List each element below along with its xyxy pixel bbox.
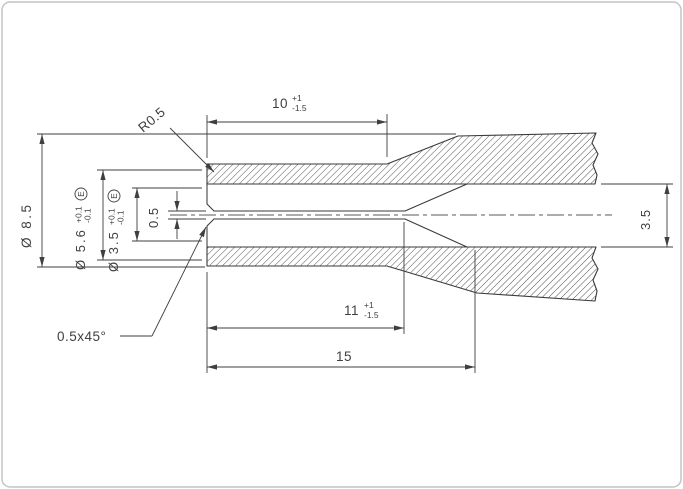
bore-small-value: 0.5 — [146, 207, 161, 228]
dimension-bore-exit-right: 3.5 — [601, 183, 673, 248]
corner-radius-callout: R0.5 — [135, 104, 215, 173]
bore-main-value: Ø 3.5 — [106, 230, 121, 272]
depth-small-bore-tol-minus: -1.5 — [364, 310, 379, 320]
dimension-bore-main: Ø 3.5 +0.1 -0.1 E — [106, 187, 202, 272]
envelope-modifier-letter: E — [76, 191, 86, 197]
chamfer-label: 0.5x45° — [57, 329, 106, 344]
dimension-od-rear: Ø 8.5 — [19, 133, 456, 268]
part-section — [170, 132, 612, 302]
top-length-tol-plus: +1 — [292, 93, 302, 103]
dimension-bore-small: 0.5 — [146, 191, 206, 239]
od-front-value: Ø 5.6 — [73, 228, 88, 270]
corner-radius-label: R0.5 — [135, 104, 168, 135]
depth-small-bore-tol-plus: +1 — [364, 300, 374, 310]
depth-small-bore-value: 11 — [344, 303, 359, 318]
leader-line — [169, 127, 215, 173]
top-length-tol-minus: -1.5 — [292, 103, 307, 113]
envelope-modifier-circle — [74, 187, 88, 201]
chamfer-bottom-edge — [206, 218, 215, 227]
dimension-depth-small-bore: 11 +1 -1.5 — [207, 222, 405, 334]
leader-line — [151, 226, 207, 337]
od-rear-value: Ø 8.5 — [19, 202, 34, 248]
envelope-modifier-letter: E — [109, 193, 119, 199]
hatch-bottom-wall — [206, 246, 599, 302]
dimension-depth-total: 15 — [206, 250, 476, 373]
chamfer-callout: 0.5x45° — [57, 226, 207, 344]
envelope-modifier-circle — [107, 189, 121, 203]
chamfer-top-edge — [206, 203, 215, 212]
bore-main-tol-plus: +0.1 — [107, 208, 117, 225]
od-front-tol-minus: -0.1 — [83, 208, 93, 223]
bore-profile — [206, 183, 468, 248]
dimension-top-length: 10 +1 -1.5 — [206, 93, 388, 158]
depth-total-value: 15 — [336, 349, 352, 364]
bore-main-tol-minus: -0.1 — [116, 210, 126, 225]
top-length-value: 10 — [272, 96, 288, 111]
cone-bottom-edge — [404, 218, 468, 248]
cone-top-edge — [404, 183, 468, 212]
bore-exit-right-value: 3.5 — [638, 209, 653, 230]
dimension-od-front: Ø 5.6 +0.1 -0.1 E — [73, 169, 202, 270]
hatch-top-wall — [206, 132, 599, 185]
od-front-tol-plus: +0.1 — [74, 206, 84, 223]
